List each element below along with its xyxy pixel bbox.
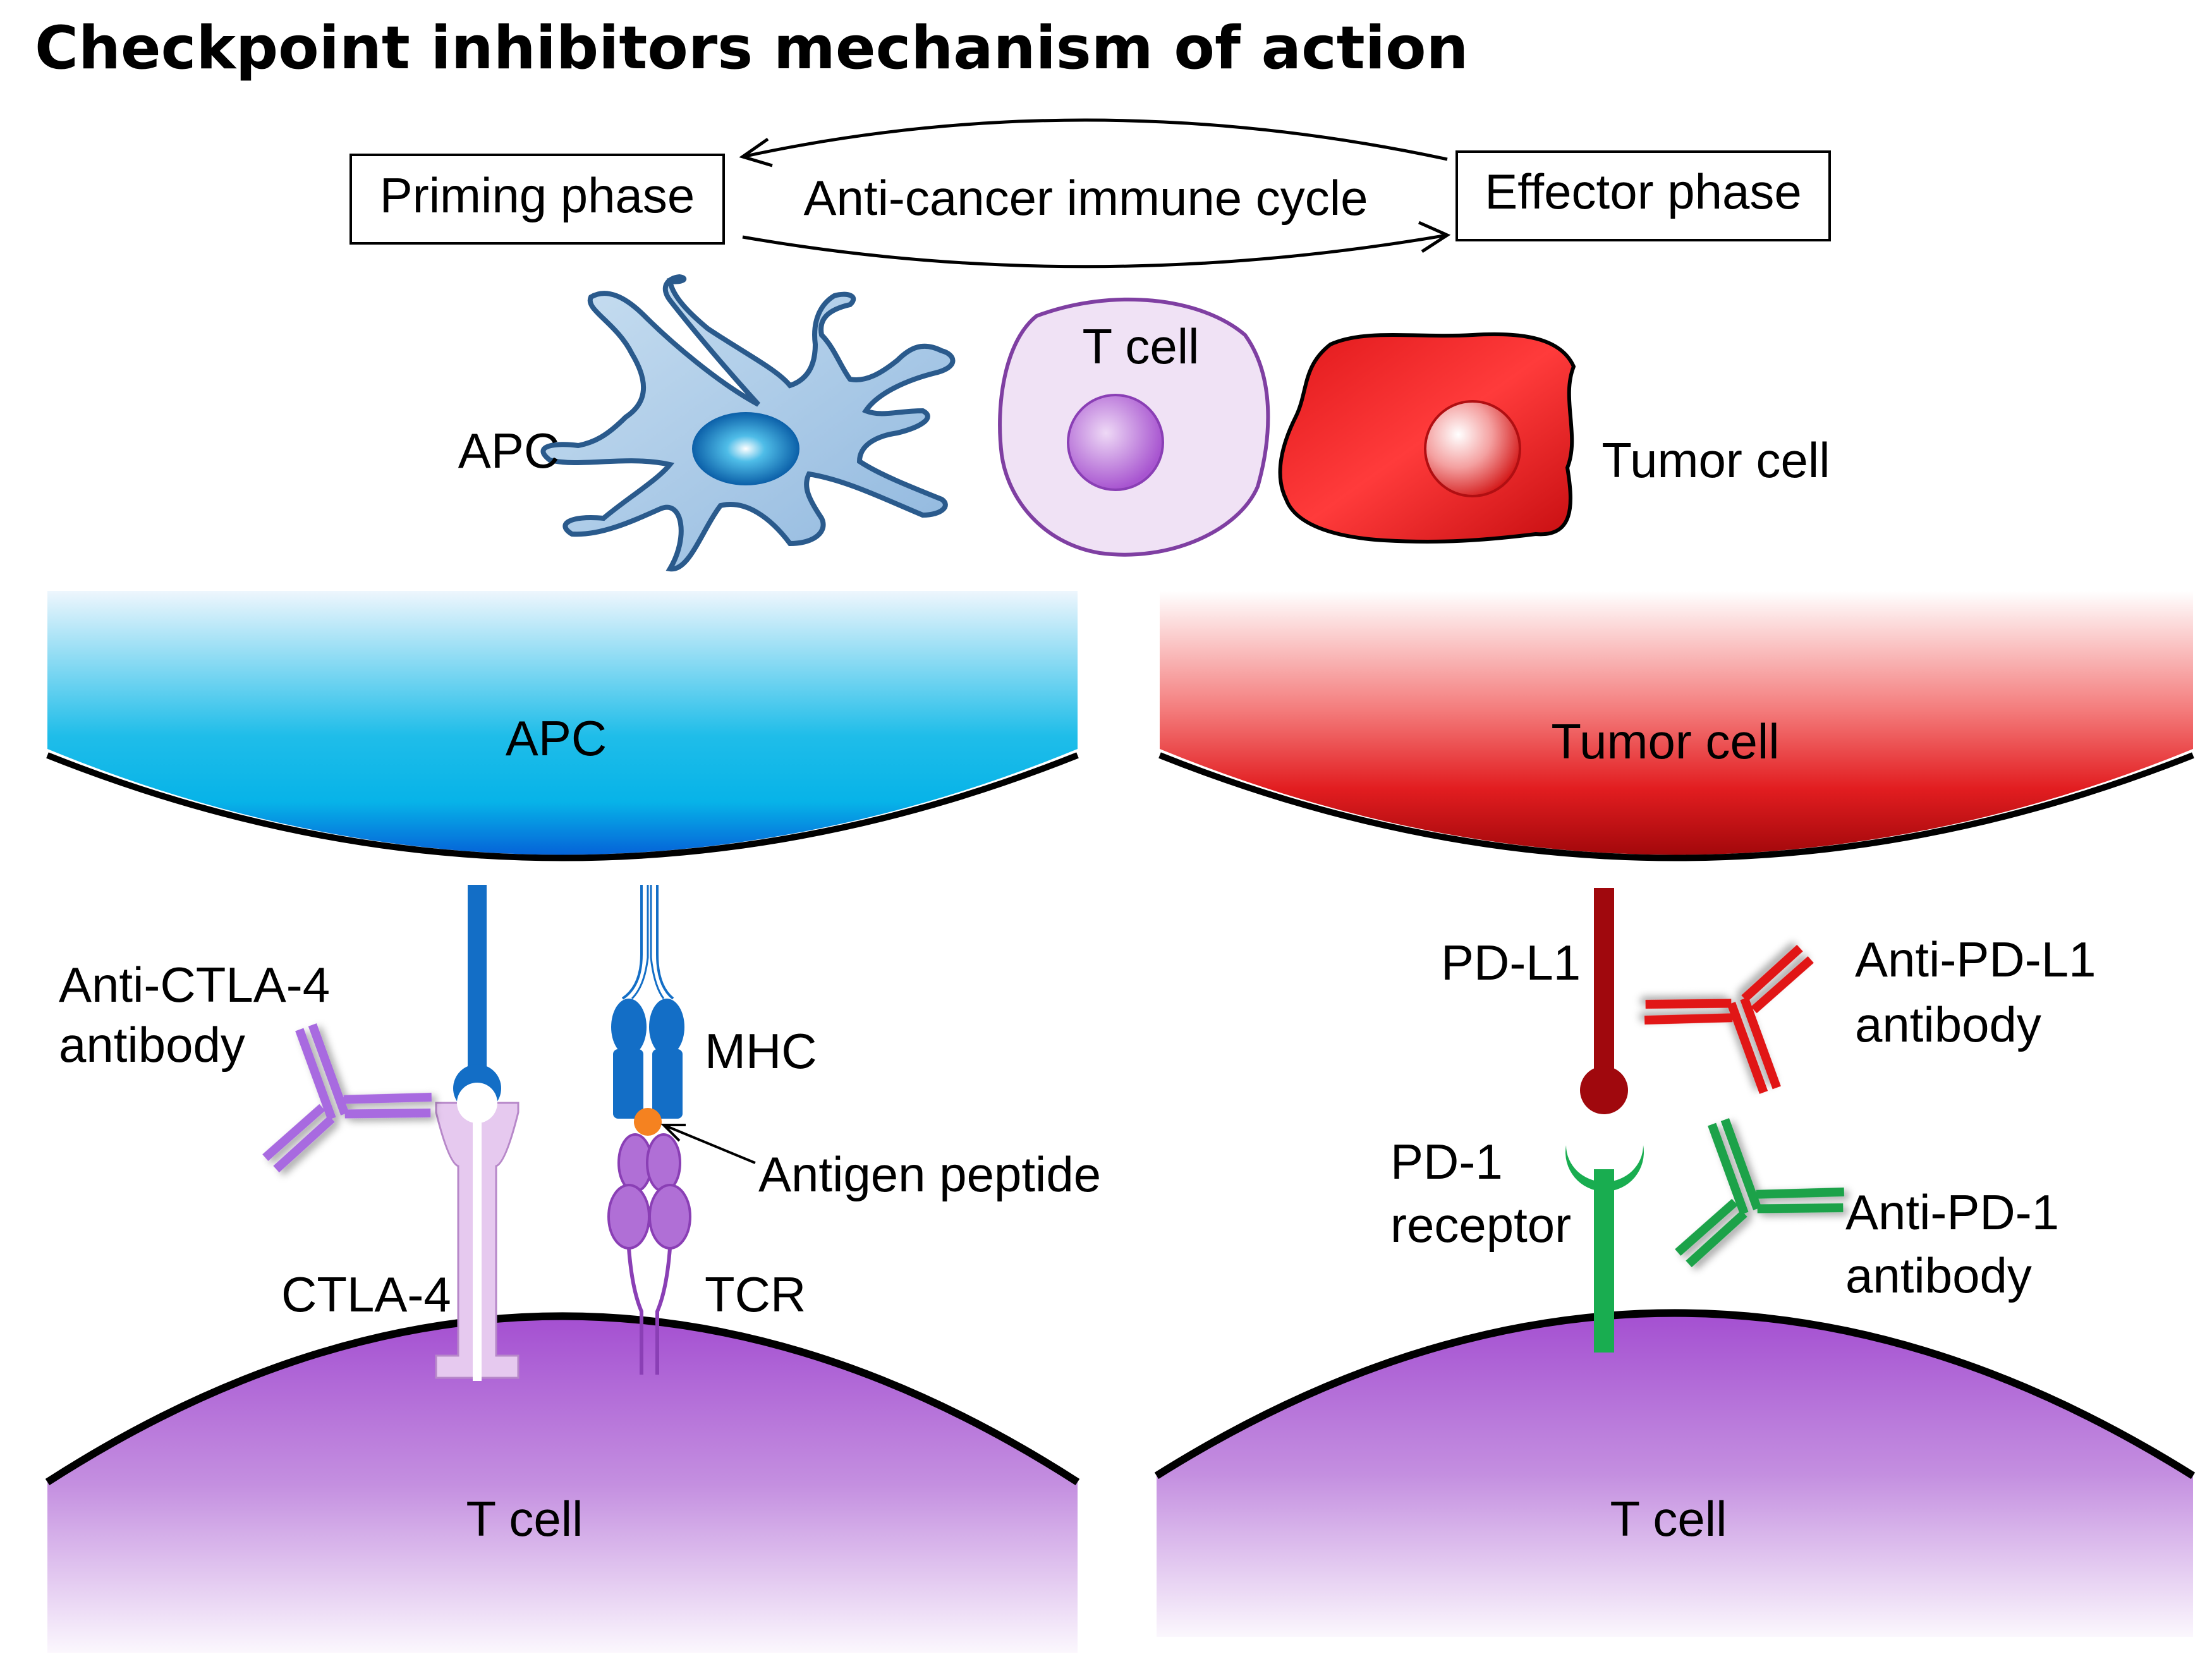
left-apc-label: APC	[506, 710, 607, 766]
right-t-cell-membrane	[1154, 1309, 2196, 1637]
dendritic-cell-icon	[540, 274, 956, 572]
right-t-cell-label: T cell	[1610, 1491, 1727, 1547]
tumor-cell-nucleus	[1424, 400, 1521, 497]
anti-pd1-antibody-icon	[1675, 1118, 1845, 1268]
right-tumor-membrane	[1158, 591, 2194, 861]
anti-ctla4-line2: antibody	[59, 1017, 245, 1073]
left-t-cell-membrane	[45, 1312, 1080, 1653]
top-t-cell-label: T cell	[1083, 319, 1200, 374]
pd1-label-line1: PD-1	[1390, 1134, 1503, 1189]
priming-phase-box: Priming phase	[349, 154, 725, 245]
right-tumor-label: Tumor cell	[1551, 714, 1779, 769]
cycle-arrow-forward-head	[1418, 221, 1451, 253]
pdl1-ligand	[1580, 888, 1628, 1114]
t-cell-icon	[998, 297, 1270, 557]
anti-pd1-line2: antibody	[1845, 1248, 2032, 1303]
pdl1-label: PD-L1	[1441, 935, 1581, 990]
b7-ligand	[453, 885, 501, 1112]
cycle-arrow-back	[742, 118, 1448, 161]
pd1-label-line2: receptor	[1390, 1197, 1571, 1253]
antigen-peptide-label: Antigen peptide	[758, 1146, 1101, 1202]
top-apc-label: APC	[458, 423, 559, 478]
immune-cycle-label: Anti-cancer immune cycle	[804, 170, 1368, 226]
cycle-arrow-back-head	[739, 137, 773, 167]
priming-phase-label: Priming phase	[380, 167, 695, 223]
ctla4-receptor	[435, 1083, 520, 1381]
effector-phase-box: Effector phase	[1455, 150, 1831, 241]
effector-phase-label: Effector phase	[1485, 164, 1802, 219]
left-apc-membrane	[46, 591, 1079, 861]
tcr-molecule	[607, 1133, 691, 1375]
ctla4-label: CTLA-4	[281, 1267, 451, 1322]
mhc-molecule	[611, 885, 684, 1119]
cycle-arrow-forward	[742, 233, 1448, 269]
t-cell-nucleus	[1067, 394, 1164, 491]
antigen-pointer-arrow	[663, 1124, 756, 1164]
anti-pdl1-antibody-icon	[1644, 944, 1814, 1094]
mhc-label: MHC	[705, 1023, 817, 1079]
antigen-peptide	[634, 1108, 662, 1136]
anti-pd1-line1: Anti-PD-1	[1845, 1184, 2059, 1240]
apc-nucleus	[692, 412, 799, 485]
page-title: Checkpoint inhibitors mechanism of actio…	[35, 14, 1468, 83]
anti-ctla4-line1: Anti-CTLA-4	[59, 957, 330, 1012]
anti-pdl1-line1: Anti-PD-L1	[1855, 932, 2096, 987]
tcr-label: TCR	[705, 1267, 806, 1322]
anti-pdl1-line2: antibody	[1855, 997, 2041, 1052]
antibody-icon	[262, 1023, 432, 1173]
left-t-cell-label: T cell	[466, 1491, 583, 1547]
tumor-cell-icon	[1278, 332, 1576, 544]
top-tumor-cell-label: Tumor cell	[1601, 432, 1830, 488]
pd1-receptor	[1565, 1145, 1644, 1353]
